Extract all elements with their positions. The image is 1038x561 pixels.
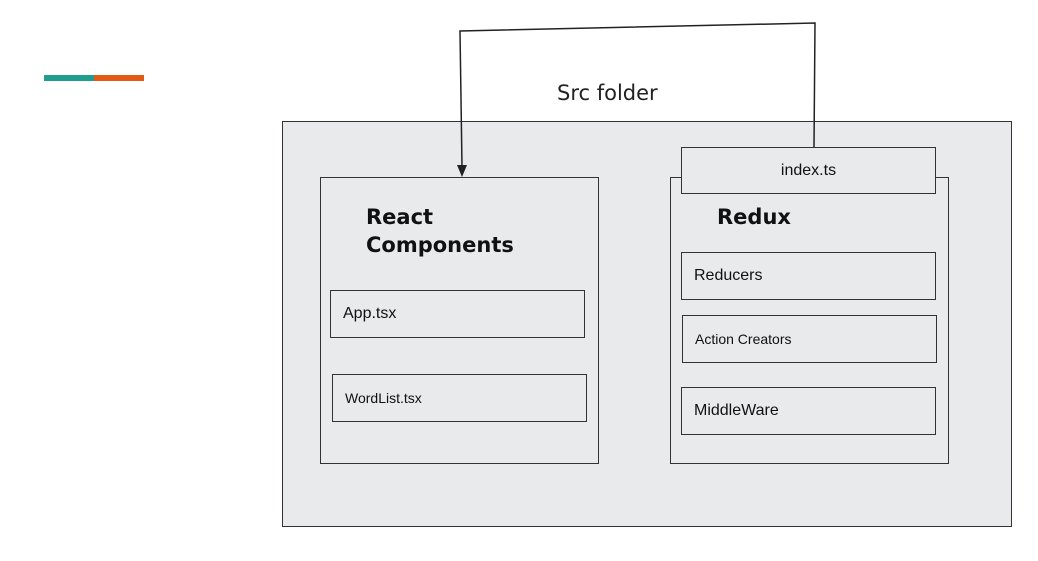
wordlist-tsx-label: WordList.tsx (345, 390, 422, 406)
react-heading-line2: Components (366, 233, 514, 257)
action-creators-file: Action Creators (682, 315, 937, 363)
middleware-label: MiddleWare (694, 402, 779, 419)
index-ts-file: index.ts (681, 147, 936, 194)
reducers-label: Reducers (694, 267, 763, 284)
index-ts-label: index.ts (780, 161, 837, 179)
app-tsx-file: App.tsx (330, 290, 585, 338)
reducers-file: Reducers (681, 252, 936, 300)
middleware-file: MiddleWare (681, 387, 936, 435)
wordlist-tsx-file: WordList.tsx (332, 374, 587, 422)
react-heading-line1: React (366, 205, 434, 229)
redux-heading: Redux (717, 205, 791, 229)
app-tsx-label: App.tsx (343, 305, 397, 322)
connector-line (459, 22, 816, 168)
react-components-heading: React Components (366, 203, 566, 259)
accent-bar-orange (94, 75, 144, 81)
connector-arrowhead (457, 165, 467, 177)
action-creators-label: Action Creators (695, 331, 792, 347)
src-folder-title: Src folder (557, 81, 658, 105)
accent-bar-teal (44, 75, 94, 81)
